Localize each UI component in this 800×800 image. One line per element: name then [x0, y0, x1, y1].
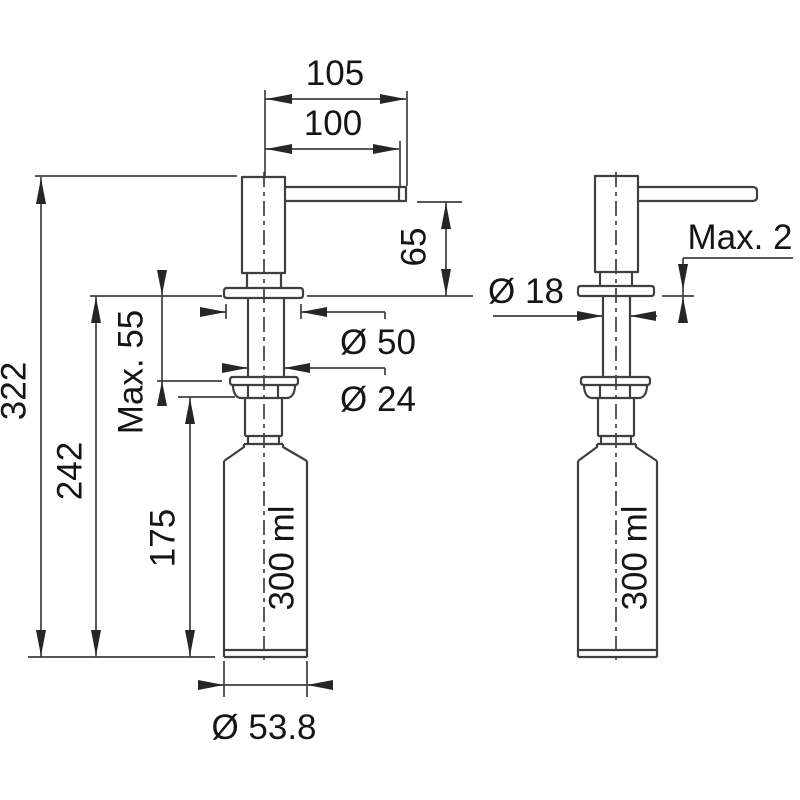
mounting-flange — [576, 284, 656, 298]
arrowhead-left — [284, 363, 310, 373]
pump-head — [593, 174, 640, 274]
dim-label: Max. 2 — [687, 218, 792, 257]
dim-bottle-diameter: Ø 53.8 — [198, 661, 333, 747]
locknut-facets — [598, 386, 632, 397]
arrowhead-down — [91, 630, 101, 656]
arrowhead-up — [36, 178, 46, 204]
head-neck — [245, 273, 283, 288]
dim-reach-to-spout-end: 100 — [265, 104, 401, 186]
dim-label: 242 — [50, 442, 89, 500]
dim-label: 175 — [143, 509, 182, 567]
extension-line — [264, 90, 408, 186]
spout — [638, 185, 759, 203]
extension-line — [223, 661, 308, 697]
arrowhead-down — [36, 630, 46, 656]
arrowhead-down — [441, 269, 451, 295]
arrowhead-right — [198, 680, 224, 690]
bottle — [576, 461, 659, 659]
arrowhead-down — [157, 270, 167, 295]
capacity-label: 300 ml — [615, 505, 654, 610]
dim-spout-height: 65 — [307, 201, 473, 297]
right-view: 300 ml — [576, 172, 759, 665]
pump-collar — [246, 436, 281, 444]
dim-height-below-spout: 242 — [50, 295, 222, 657]
arrowhead-right — [577, 311, 603, 321]
head-neck — [598, 272, 634, 286]
dim-reach-overall: 105 — [264, 54, 408, 186]
arrowhead-right — [222, 363, 248, 373]
dim-label: 105 — [306, 54, 364, 93]
spout — [285, 185, 408, 203]
bottle — [222, 461, 309, 659]
arrowhead-down — [678, 264, 688, 290]
locknut-facets — [246, 386, 280, 397]
dim-label: Ø 18 — [488, 272, 564, 311]
capacity-label: 300 ml — [262, 505, 301, 610]
dim-label: Max. 55 — [111, 310, 150, 435]
arrowhead-up — [441, 203, 451, 229]
threaded-shaft — [246, 298, 286, 377]
dim-counter-thickness-max: Max. 55 — [111, 270, 222, 434]
dim-depth-below-counter: 175 — [143, 396, 235, 657]
pump-head — [240, 175, 287, 275]
arrowhead-left — [307, 680, 333, 690]
arrowhead-right — [200, 307, 226, 317]
arrowhead-right — [373, 144, 399, 154]
arrowhead-up — [157, 381, 167, 406]
dim-label: 322 — [0, 362, 33, 420]
arrowhead-right — [380, 94, 406, 104]
dim-label: Ø 53.8 — [211, 708, 316, 747]
arrowhead-left — [266, 94, 292, 104]
arrowhead-up — [91, 297, 101, 323]
pump-collar — [599, 436, 633, 444]
dim-label: 100 — [304, 104, 362, 143]
dim-label: Ø 50 — [340, 323, 416, 362]
extension-ticks — [225, 304, 302, 319]
mounting-flange — [222, 286, 305, 300]
arrowhead-left — [266, 144, 292, 154]
threaded-shaft — [601, 296, 632, 377]
dim-flange-diameter: Ø 50 — [200, 304, 416, 362]
bottle-shoulder — [577, 442, 658, 462]
dim-flange-height-max: Max. 2 — [662, 218, 793, 323]
bottle-shoulder — [223, 442, 308, 462]
arrowhead-left — [301, 307, 327, 317]
arrowhead-left — [630, 311, 656, 321]
arrowhead-down — [185, 630, 195, 656]
dim-hole-diameter: Ø 18 — [488, 272, 657, 321]
dim-label: 65 — [394, 228, 433, 267]
dim-shaft-diameter: Ø 24 — [222, 363, 416, 419]
dim-label: Ø 24 — [340, 380, 416, 419]
dim-overall-height: 322 — [0, 175, 237, 657]
left-view: 300 ml — [222, 172, 408, 665]
arrowhead-up — [678, 297, 688, 323]
dimension-line — [201, 311, 386, 319]
arrowhead-up — [185, 398, 195, 424]
